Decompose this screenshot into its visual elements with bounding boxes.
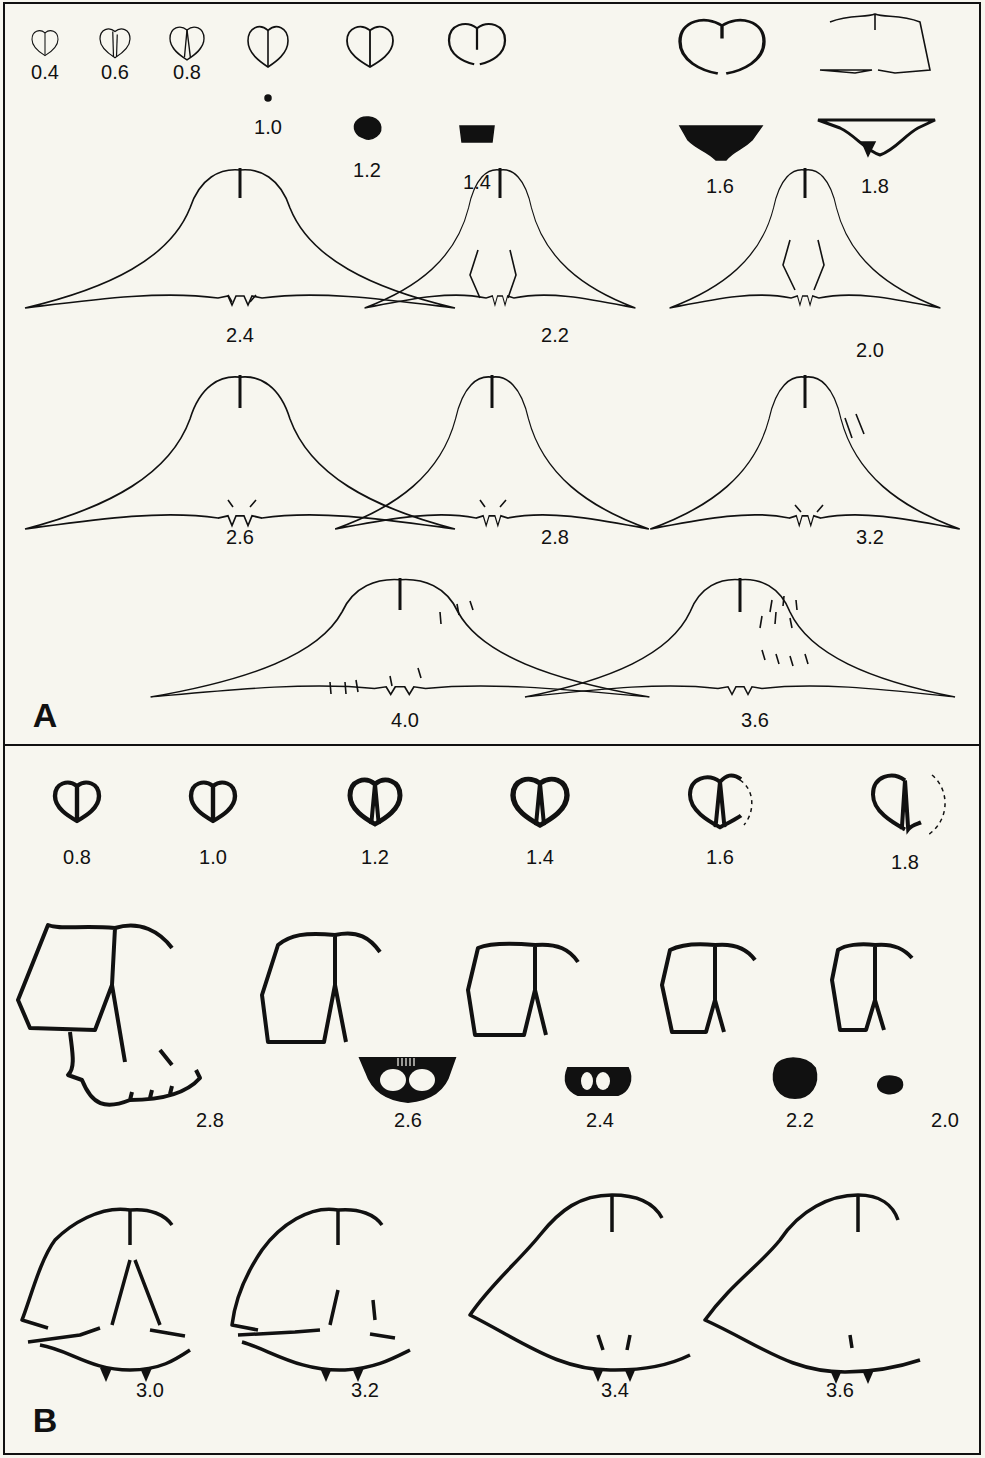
panel-letter: A	[33, 698, 58, 732]
section-depth-number: 0.8	[63, 847, 91, 867]
section-depth-number: 2.6	[394, 1110, 422, 1130]
section-depth-number: 3.6	[741, 710, 769, 730]
section-depth-number: 1.2	[353, 160, 381, 180]
section-depth-number: 3.2	[351, 1380, 379, 1400]
section-depth-number: 1.4	[526, 847, 554, 867]
section-depth-number: 1.6	[706, 847, 734, 867]
section-depth-number: 1.4	[463, 172, 491, 192]
section-depth-number: 0.6	[101, 62, 129, 82]
section-depth-number: 2.4	[586, 1110, 614, 1130]
section-depth-number: 1.6	[706, 176, 734, 196]
section-depth-number: 3.4	[601, 1380, 629, 1400]
panel-letter: B	[33, 1403, 58, 1437]
section-depth-number: 2.6	[226, 527, 254, 547]
section-depth-number: 0.8	[173, 62, 201, 82]
section-depth-number: 1.0	[199, 847, 227, 867]
section-depth-number: 2.2	[786, 1110, 814, 1130]
section-depth-number: 3.0	[136, 1380, 164, 1400]
section-depth-number: 0.4	[31, 62, 59, 82]
section-depth-number: 3.2	[856, 527, 884, 547]
section-depth-number: 2.0	[931, 1110, 959, 1130]
section-depth-number: 1.8	[891, 852, 919, 872]
section-depth-number: 2.8	[541, 527, 569, 547]
section-depth-number: 2.0	[856, 340, 884, 360]
section-depth-number: 1.8	[861, 176, 889, 196]
section-depth-number: 2.8	[196, 1110, 224, 1130]
section-depth-number: 2.2	[541, 325, 569, 345]
section-depth-number: 4.0	[391, 710, 419, 730]
section-depth-number: 1.2	[361, 847, 389, 867]
section-depth-number: 3.6	[826, 1380, 854, 1400]
section-depth-number: 2.4	[226, 325, 254, 345]
section-depth-number: 1.0	[254, 117, 282, 137]
